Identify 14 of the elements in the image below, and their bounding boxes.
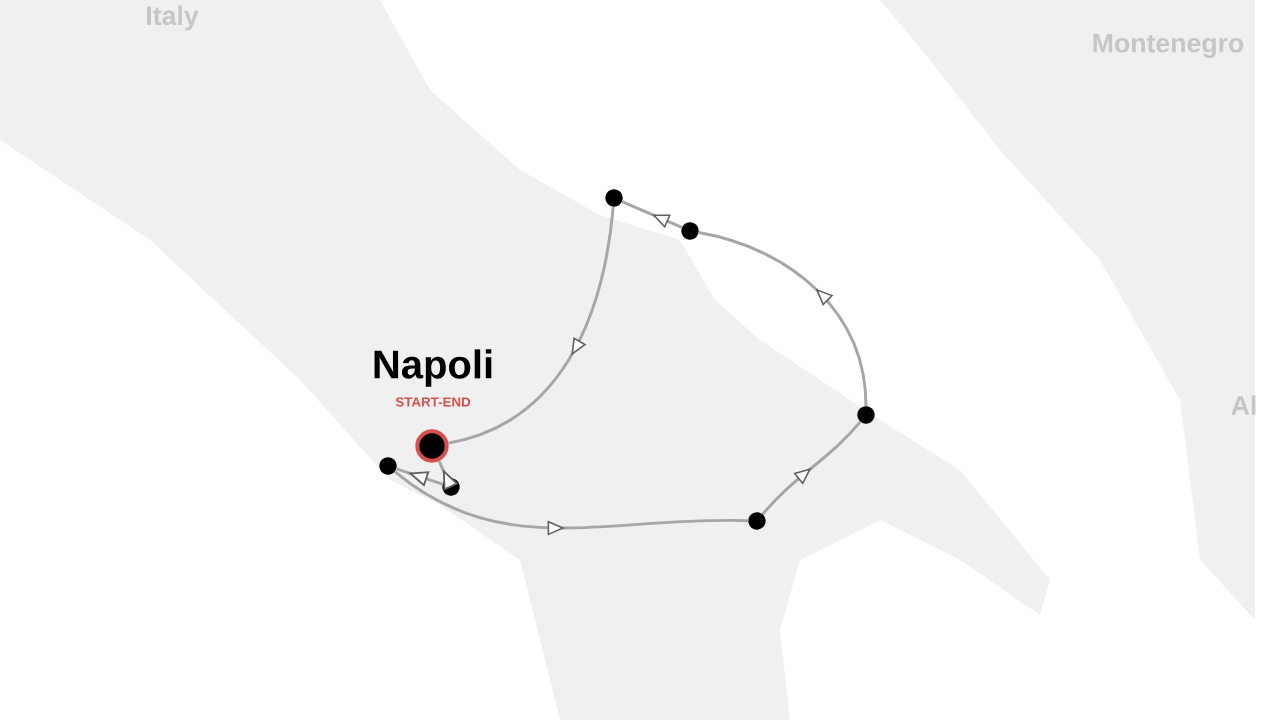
stop-dot (857, 406, 875, 424)
route-arrow (448, 206, 615, 445)
route-arrow (761, 420, 862, 516)
route-arrow (396, 467, 443, 487)
stop-dot (379, 457, 397, 475)
stop-dot (681, 222, 699, 240)
stop-dot (748, 512, 766, 530)
route-arrow (698, 231, 868, 407)
city-name: Napoli (374, 349, 492, 387)
city-note: START-END (395, 397, 471, 407)
stop-dot (605, 189, 623, 207)
route-arrow (394, 470, 749, 536)
route-arrow (621, 200, 683, 229)
stop-dot (415, 429, 449, 463)
